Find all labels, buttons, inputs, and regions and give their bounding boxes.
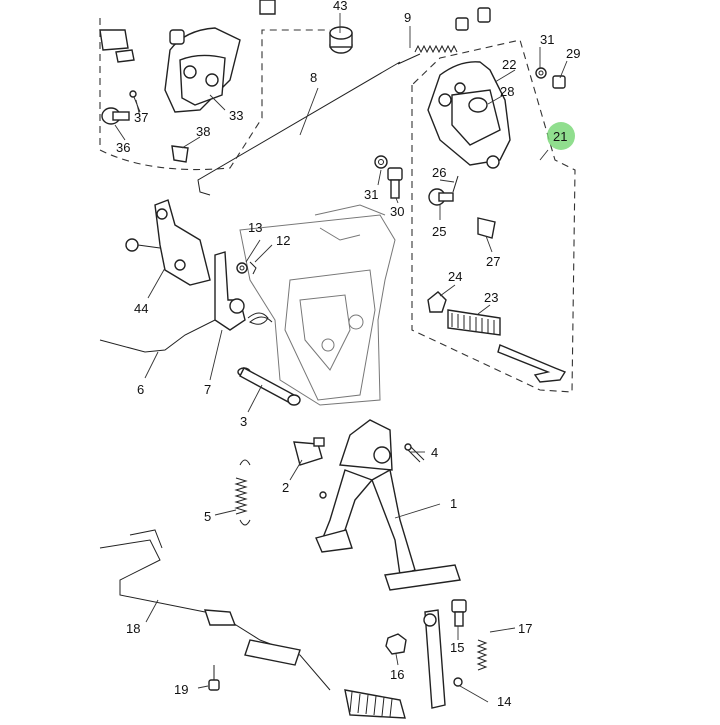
- pin-36: [101, 107, 130, 125]
- bolt-15: [451, 599, 467, 627]
- side-stand-14: [423, 609, 446, 709]
- label-9: 9: [404, 10, 411, 25]
- cap-24: [427, 291, 447, 313]
- label-30: 30: [390, 204, 404, 219]
- shaft-3: [237, 367, 301, 406]
- label-43: 43: [333, 0, 347, 13]
- label-22: 22: [502, 57, 516, 72]
- leader-lines: [114, 13, 568, 703]
- washer-31-mid: [374, 155, 388, 169]
- label-6: 6: [137, 382, 144, 397]
- label-5: 5: [204, 509, 211, 524]
- label-1: 1: [450, 496, 457, 511]
- group-outline-right: [411, 39, 576, 393]
- collar-43: [329, 26, 353, 54]
- label-18: 18: [126, 621, 140, 636]
- arm-23: [497, 344, 567, 383]
- label-31-mid: 31: [364, 187, 378, 202]
- group-outline-top-left: [99, 18, 330, 171]
- label-4: 4: [431, 445, 438, 460]
- label-13: 13: [248, 220, 262, 235]
- label-33: 33: [229, 108, 243, 123]
- label-25: 25: [432, 224, 446, 239]
- main-stand-1: [315, 419, 461, 591]
- label-37: 37: [134, 110, 148, 125]
- label-12: 12: [276, 233, 290, 248]
- label-26: 26: [432, 165, 446, 180]
- small-bolt-14: [453, 677, 463, 687]
- nut-16: [385, 633, 407, 655]
- label-16: 16: [390, 667, 404, 682]
- bracket-assembly-33: [99, 0, 276, 113]
- spring-12: [249, 261, 257, 275]
- label-14: 14: [497, 694, 511, 709]
- bolt-29: [552, 75, 566, 89]
- pin-4: [404, 443, 425, 463]
- spring-9: [414, 44, 458, 54]
- collar-28: [468, 97, 488, 113]
- pedal-bracket-22: [427, 61, 511, 169]
- label-19: 19: [174, 682, 188, 697]
- pin-26: [452, 175, 459, 193]
- label-24: 24: [448, 269, 462, 284]
- label-21: 21: [553, 129, 567, 144]
- label-17: 17: [518, 621, 532, 636]
- label-2: 2: [282, 480, 289, 495]
- bracket-44: [125, 199, 211, 286]
- bolt-30: [387, 167, 403, 199]
- side-bar-18: [99, 529, 331, 691]
- rod-8: [197, 53, 421, 196]
- label-3: 3: [240, 414, 247, 429]
- washer-31-top: [535, 67, 547, 79]
- washer-13: [236, 262, 248, 274]
- label-23: 23: [484, 290, 498, 305]
- label-8: 8: [310, 70, 317, 85]
- frame-body: [239, 204, 396, 406]
- bolt-37: [129, 90, 141, 113]
- label-31-top: 31: [540, 32, 554, 47]
- spring-17: [476, 639, 488, 671]
- part-labels: 43 9 31 29 22 28 21 26 25 27 24 23 31 30…: [116, 0, 580, 709]
- label-29: 29: [566, 46, 580, 61]
- bolt-19: [208, 665, 220, 691]
- clip-27: [477, 217, 496, 239]
- label-36: 36: [116, 140, 130, 155]
- spring-5: [234, 459, 251, 526]
- bracket-2: [293, 437, 325, 466]
- footrest-rubber-bottom: [344, 689, 406, 719]
- nut-9-end: [455, 7, 491, 31]
- footrest-23: [447, 309, 501, 336]
- small-pin-near-1: [319, 491, 327, 499]
- label-44: 44: [134, 301, 148, 316]
- rod-6: [99, 319, 216, 353]
- label-27: 27: [486, 254, 500, 269]
- highlight-marker-21: [547, 122, 575, 150]
- label-15: 15: [450, 640, 464, 655]
- label-28: 28: [500, 84, 514, 99]
- pin-25: [428, 188, 454, 206]
- lever-7: [214, 251, 246, 331]
- torsion-spring-7: [247, 312, 273, 325]
- clip-38: [171, 145, 189, 163]
- label-7: 7: [204, 382, 211, 397]
- label-38: 38: [196, 124, 210, 139]
